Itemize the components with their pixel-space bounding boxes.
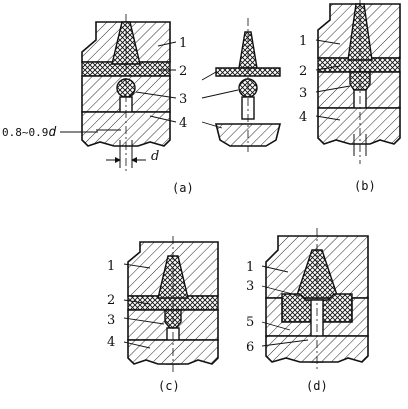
fig-a-label-3: 3	[179, 92, 187, 107]
fig-b-label-4: 4	[299, 110, 307, 125]
fig-d-label-3: 3	[246, 279, 254, 294]
fig-b-plate-4	[317, 107, 401, 145]
fig-c-sprue	[157, 255, 189, 299]
fig-b-label-2: 2	[299, 64, 307, 79]
fig-c-label-2: 2	[107, 293, 115, 308]
fig-d-label-5: 5	[246, 315, 254, 330]
fig-b-label-3: 3	[299, 86, 307, 101]
fig-d-label-1: 1	[246, 260, 254, 275]
fig-a-dim-d: d	[151, 149, 159, 164]
fig-d-label-6: 6	[246, 340, 254, 355]
figure-d: 1 3 5 6 (d)	[246, 228, 369, 393]
fig-a-label-2: 2	[179, 64, 187, 79]
fig-c-label-1: 1	[107, 259, 115, 274]
fig-a-label-4: 4	[179, 116, 187, 131]
fig-a-dim-range: 0.8~0.9d	[2, 125, 56, 140]
figure-a: d 0.8~0.9d 1 2 3 4 (a)	[2, 14, 282, 195]
figure-c: 1 2 3 4 (c)	[107, 236, 219, 393]
fig-a-label-1: 1	[179, 36, 187, 51]
fig-d-caption: (d)	[306, 379, 328, 393]
fig-c-caption: (c)	[158, 379, 180, 393]
fig-c-label-4: 4	[107, 335, 115, 350]
figure-b: 1 2 3 4 (b)	[299, 0, 401, 193]
fig-a-caption: (a)	[172, 181, 194, 195]
fig-c-label-3: 3	[107, 313, 115, 328]
fig-b-label-1: 1	[299, 34, 307, 49]
fig-b-caption: (b)	[354, 179, 376, 193]
